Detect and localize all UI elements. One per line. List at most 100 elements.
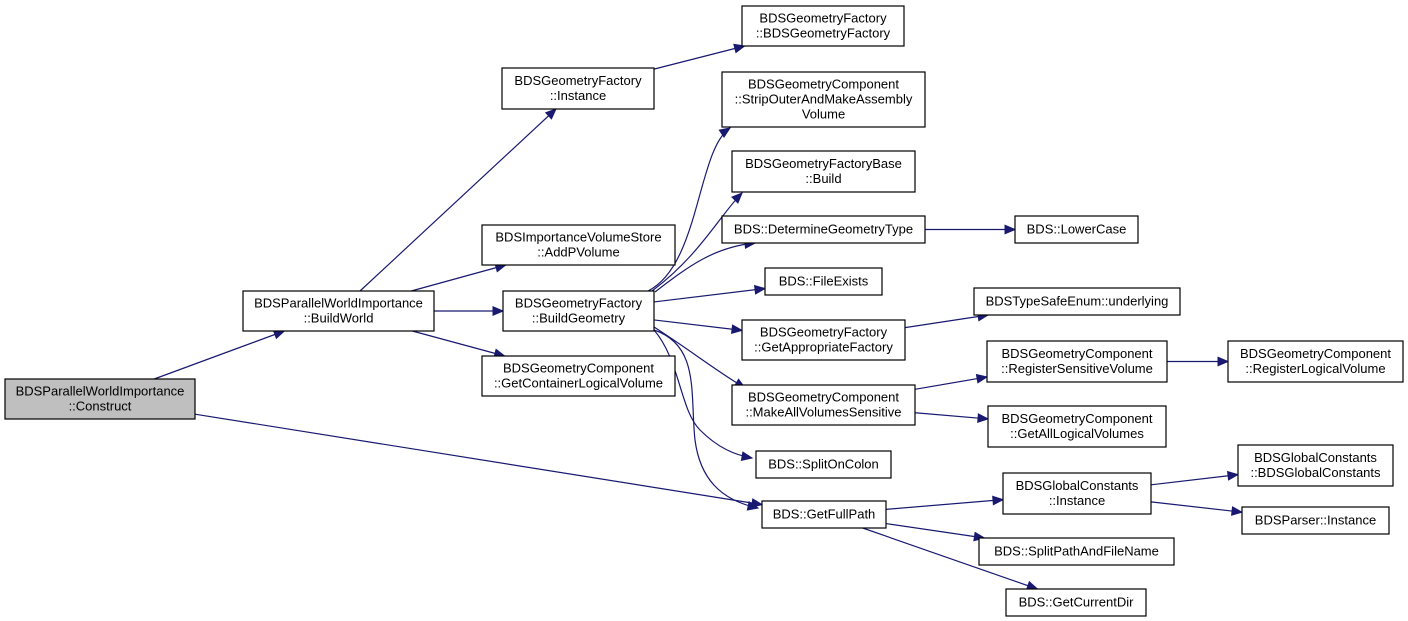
node-globalconst_instance[interactable]: BDSGlobalConstants::Instance	[1002, 472, 1152, 515]
node-label: BDSGeometryFactory	[759, 11, 887, 26]
node-box	[1014, 215, 1139, 244]
node-label: ::BDSGlobalConstants	[1250, 465, 1381, 480]
node-label: BDSGlobalConstants	[1016, 478, 1139, 493]
edge-buildgeometry-to-makeallsensitive	[653, 326, 746, 389]
edge-getfullpath-to-splitpath	[885, 522, 985, 539]
node-label: BDSGeometryFactory	[515, 296, 643, 311]
arrowhead-determinetype-to-lowercase	[1004, 224, 1017, 235]
node-box	[731, 384, 916, 426]
arrowhead-buildgeometry-to-splitoncolon	[740, 451, 754, 462]
node-box	[4, 378, 196, 420]
node-box	[1002, 472, 1152, 515]
edge-buildgeometry-to-factorybase_build	[651, 192, 743, 292]
node-getalllv[interactable]: BDSGeometryComponent::GetAllLogicalVolum…	[987, 405, 1167, 448]
node-addpvolume[interactable]: BDSImportanceVolumeStore::AddPVolume	[481, 224, 676, 266]
node-label: Volume	[802, 107, 845, 122]
edge-factory_instance-to-factory_ctor	[653, 45, 745, 70]
node-label: ::GetAppropriateFactory	[754, 340, 893, 355]
node-factorybase_build[interactable]: BDSGeometryFactoryBase::Build	[731, 150, 916, 193]
node-label: BDS::FileExists	[779, 274, 869, 289]
node-fileexists[interactable]: BDS::FileExists	[764, 267, 883, 296]
arrowhead-construct-to-buildworld	[272, 329, 286, 340]
arrowhead-makeallsensitive-to-registersensitive	[975, 373, 989, 384]
node-label: BDSGeometryFactory	[760, 325, 888, 340]
node-getcontainerlv[interactable]: BDSGeometryComponent::GetContainerLogica…	[481, 355, 676, 397]
node-getcurrentdir[interactable]: BDS::GetCurrentDir	[1005, 588, 1147, 617]
edge-makeallsensitive-to-registersensitive	[914, 376, 988, 390]
node-lowercase[interactable]: BDS::LowerCase	[1014, 215, 1139, 244]
edge-buildgeometry-to-getfullpath	[653, 329, 759, 509]
node-factory_ctor[interactable]: BDSGeometryFactory::BDSGeometryFactory	[741, 5, 905, 47]
node-getfullpath[interactable]: BDS::GetFullPath	[761, 500, 887, 529]
edge-construct-to-buildworld	[153, 330, 285, 380]
node-label: BDSGeometryComponent	[748, 390, 899, 405]
node-label: BDSParser::Instance	[1255, 513, 1376, 528]
node-label: BDS::GetCurrentDir	[1019, 595, 1135, 610]
node-determinetype[interactable]: BDS::DetermineGeometryType	[721, 215, 926, 244]
arrowhead-buildgeometry-to-getappropriate	[730, 324, 744, 335]
node-label: ::Instance	[550, 88, 606, 103]
node-buildworld[interactable]: BDSParallelWorldImportance::BuildWorld	[242, 290, 435, 332]
node-factory_instance[interactable]: BDSGeometryFactory::Instance	[501, 67, 655, 110]
node-label: BDS::GetFullPath	[773, 507, 876, 522]
arrowhead-globalconst_instance-to-globalconst_ctor	[1226, 470, 1240, 481]
arrowhead-buildworld-to-factory_instance	[544, 108, 557, 120]
node-label: BDSGeometryFactoryBase	[745, 156, 902, 171]
node-registerlogical[interactable]: BDSGeometryComponent::RegisterLogicalVol…	[1227, 340, 1404, 383]
node-label: BDSGeometryComponent	[1001, 346, 1152, 361]
node-underlying[interactable]: BDSTypeSafeEnum::underlying	[973, 287, 1181, 316]
edge-getappropriate-to-underlying	[904, 314, 989, 329]
node-label: BDS::SplitOnColon	[768, 457, 879, 472]
node-box	[978, 537, 1175, 566]
node-registersensitive[interactable]: BDSGeometryComponent::RegisterSensitiveV…	[986, 340, 1168, 383]
node-label: BDSGeometryFactory	[514, 73, 642, 88]
edge-globalconst_instance-to-globalconst_ctor	[1150, 474, 1239, 486]
node-label: ::RegisterLogicalVolume	[1245, 361, 1385, 376]
node-getappropriate[interactable]: BDSGeometryFactory::GetAppropriateFactor…	[741, 319, 906, 361]
edge-buildgeometry-to-determinetype	[654, 242, 756, 293]
node-makeallsensitive[interactable]: BDSGeometryComponent::MakeAllVolumesSens…	[731, 384, 916, 426]
node-label: ::StripOuterAndMakeAssembly	[735, 92, 913, 107]
node-label: BDSParallelWorldImportance	[254, 296, 423, 311]
nodes-layer: BDSParallelWorldImportance::ConstructBDS…	[4, 5, 1404, 617]
node-box	[973, 287, 1181, 316]
node-box	[764, 267, 883, 296]
node-box	[1005, 588, 1147, 617]
edge-getfullpath-to-globalconst_instance	[885, 499, 1004, 510]
node-splitpath[interactable]: BDS::SplitPathAndFileName	[978, 537, 1175, 566]
node-label: BDSGeometryComponent	[503, 361, 654, 376]
node-parser_instance[interactable]: BDSParser::Instance	[1241, 506, 1390, 535]
node-label: BDSParallelWorldImportance	[16, 384, 185, 399]
edge-buildworld-to-factory_instance	[359, 108, 557, 292]
node-box	[986, 340, 1168, 383]
node-stripouter[interactable]: BDSGeometryComponent::StripOuterAndMakeA…	[721, 71, 926, 128]
node-box	[987, 405, 1167, 448]
node-label: ::BDSGeometryFactory	[756, 26, 891, 41]
node-construct[interactable]: BDSParallelWorldImportance::Construct	[4, 378, 196, 420]
arrowhead-buildgeometry-to-fileexists	[753, 284, 767, 295]
arrowhead-buildgeometry-to-stripouter	[718, 127, 732, 138]
node-label: BDS::SplitPathAndFileName	[994, 544, 1159, 559]
node-label: BDSTypeSafeEnum::underlying	[986, 294, 1169, 309]
node-box	[481, 224, 676, 266]
node-splitoncolon[interactable]: BDS::SplitOnColon	[755, 450, 892, 479]
edge-buildworld-to-addpvolume	[411, 264, 506, 292]
node-box	[755, 450, 892, 479]
node-globalconst_ctor[interactable]: BDSGlobalConstants::BDSGlobalConstants	[1237, 444, 1394, 487]
arrowhead-makeallsensitive-to-getalllv	[977, 413, 990, 423]
node-label: ::BuildGeometry	[532, 311, 626, 326]
edge-buildgeometry-to-stripouter	[647, 127, 731, 292]
edge-construct-to-getfullpath	[194, 413, 763, 506]
node-buildgeometry[interactable]: BDSGeometryFactory::BuildGeometry	[502, 290, 655, 332]
node-label: ::MakeAllVolumesSensitive	[745, 405, 901, 420]
arrowhead-buildgeometry-to-factorybase_build	[731, 192, 743, 204]
node-label: BDSGeometryComponent	[748, 77, 899, 92]
node-label: BDSImportanceVolumeStore	[495, 230, 661, 245]
node-label: ::BuildWorld	[304, 311, 374, 326]
node-label: ::Instance	[1049, 493, 1105, 508]
node-box	[721, 71, 926, 128]
edge-buildworld-to-getcontainerlv	[412, 330, 505, 357]
node-box	[481, 355, 676, 397]
node-box	[721, 215, 926, 244]
